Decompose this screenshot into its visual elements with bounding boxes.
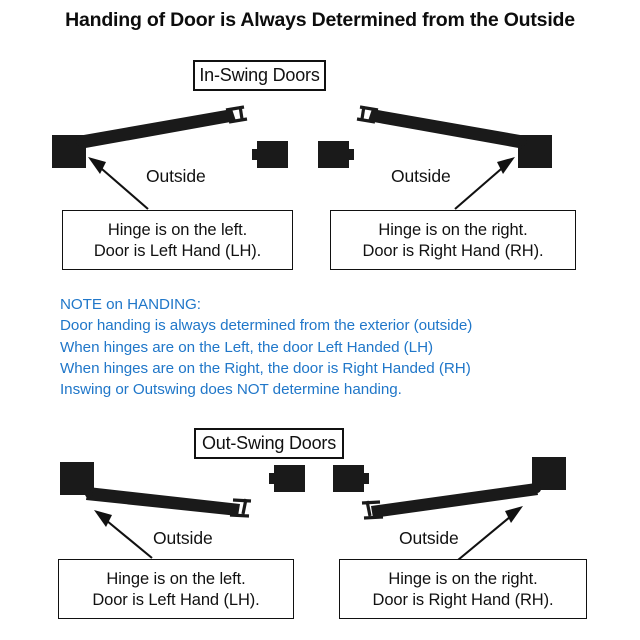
outside-label-out-swing-left: Outside <box>153 528 213 548</box>
strike-jamb-notch <box>252 149 258 160</box>
door-lever-handle <box>229 498 252 518</box>
hinge-jamb-block <box>532 457 566 490</box>
callout-leader-line <box>100 515 153 559</box>
section-heading-out-swing: Out-Swing Doors <box>194 428 344 459</box>
callout-line-2: Door is Right Hand (RH). <box>372 590 554 609</box>
outside-label-out-swing-right: Outside <box>399 528 459 548</box>
outside-label-in-swing-left: Outside <box>146 166 206 186</box>
callout-leader-line <box>94 162 149 210</box>
hinge-jamb-block <box>518 135 552 168</box>
strike-jamb-notch <box>269 473 275 484</box>
note-line-1: Door handing is always determined from t… <box>60 317 473 335</box>
door-lever-handle <box>225 105 248 124</box>
strike-jamb-block <box>333 465 364 492</box>
callout-leader-line <box>454 162 509 210</box>
callout-leader-arrowhead <box>497 157 515 174</box>
callout-in-swing-right-hand: Hinge is on the right. Door is Right Han… <box>330 210 576 270</box>
page-title: Handing of Door is Always Determined fro… <box>65 9 575 31</box>
callout-out-swing-left-hand: Hinge is on the left. Door is Left Hand … <box>58 559 294 619</box>
callout-in-swing-left-hand: Hinge is on the left. Door is Left Hand … <box>62 210 293 270</box>
hinge-pivot <box>76 138 84 146</box>
in-swing-right-hand-door-symbol <box>318 105 552 210</box>
note-line-2: When hinges are on the Left, the door Le… <box>60 338 434 356</box>
in-swing-left-hand-door-symbol <box>52 105 288 210</box>
strike-jamb-block <box>257 141 288 168</box>
callout-out-swing-right-hand: Hinge is on the right. Door is Right Han… <box>339 559 587 619</box>
door-lever-handle <box>356 105 379 124</box>
callout-line-1: Hinge is on the right. <box>388 569 538 588</box>
callout-line-1: Hinge is on the left. <box>106 569 246 588</box>
door-panel <box>78 109 236 149</box>
door-panel <box>371 483 538 518</box>
strike-jamb-notch <box>348 149 354 160</box>
callout-leader-line <box>457 511 517 561</box>
callout-leader-arrowhead <box>94 510 112 527</box>
callout-line-1: Hinge is on the right. <box>378 220 528 239</box>
door-panel <box>368 109 526 149</box>
strike-jamb-block <box>274 465 305 492</box>
note-line-3: When hinges are on the Right, the door i… <box>60 359 471 377</box>
hinge-jamb-block <box>52 135 86 168</box>
door-lever-handle <box>361 500 384 520</box>
section-heading-in-swing: In-Swing Doors <box>193 60 326 91</box>
hinge-jamb-block <box>60 462 94 495</box>
callout-line-1: Hinge is on the left. <box>107 220 248 239</box>
callout-leader-arrowhead <box>88 157 106 174</box>
callout-line-2: Door is Left Hand (LH). <box>92 590 260 609</box>
hinge-pivot <box>519 138 527 146</box>
callout-line-2: Door is Right Hand (RH). <box>362 241 544 260</box>
door-panel <box>86 487 240 516</box>
section-heading-label: In-Swing Doors <box>199 65 320 85</box>
note-on-handing: NOTE on HANDING: Door handing is always … <box>60 294 472 400</box>
strike-jamb-block <box>318 141 349 168</box>
hinge-pivot <box>533 485 541 493</box>
section-heading-label: Out-Swing Doors <box>201 433 337 453</box>
callout-line-2: Door is Left Hand (LH). <box>93 241 262 260</box>
callout-leader-arrowhead <box>505 506 523 523</box>
note-heading: NOTE on HANDING: <box>60 296 201 313</box>
note-line-4: Inswing or Outswing does NOT determine h… <box>60 381 402 399</box>
hinge-pivot <box>85 490 93 498</box>
strike-jamb-notch <box>363 473 369 484</box>
outside-label-in-swing-right: Outside <box>391 166 451 186</box>
